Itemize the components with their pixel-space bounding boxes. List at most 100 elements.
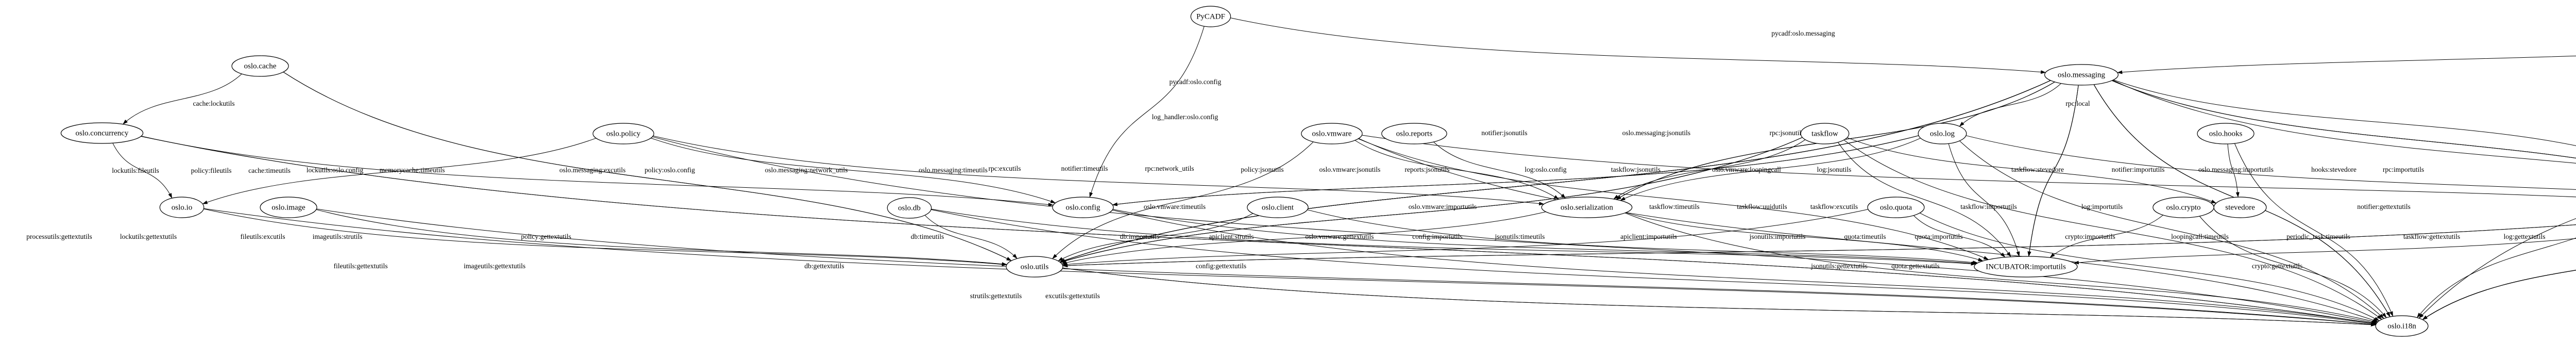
node-ellipse [1006,256,1063,278]
edge-log-handler-oslo-config [1112,135,1919,206]
edge-label: lockutils:gettextutils [120,233,177,240]
edge-periodic-task-timeutils [1062,224,2576,268]
node-label: taskflow [1811,129,1838,138]
edge-label: quota:gettextutils [1891,262,1940,270]
edge-label: policy:fileutils [191,167,232,174]
edge-label: strutils:gettextutils [970,292,1022,300]
edge-label: cache:timeutils [248,167,291,174]
edge-oslo-vmware-jsonutils [1354,140,1560,200]
node-ellipse [1974,256,2078,278]
edge-policy-oslo-config [651,138,1056,203]
edge-label: hooks:stevedore [2311,166,2357,173]
edge-label: excutils:gettextutils [1045,292,1100,300]
edge-sslutils-gettextutils [2422,270,2576,320]
node-oslo-config: oslo.config [1052,197,1114,218]
edge-log-jsonutils [1620,138,1921,201]
edge-label: taskflow:excutils [1810,203,1858,210]
edge-label: pycadf:oslo.messaging [1771,29,1835,37]
edge-label: memorycache:timeutils [380,166,445,174]
edge-label: oslo.messaging:excutils [560,166,626,174]
node-ellipse [1867,197,1925,218]
edge-notifier-context [2112,80,2576,164]
edge-label: quota:timeutils [1844,233,1886,240]
edge-log-gettextutils [1959,140,2384,319]
node-oslo-log: oslo.log [1918,123,1967,144]
node-oslo-crypto: oslo.crypto [2153,197,2214,218]
edge-label: jsonutils:timeutils [1495,233,1545,240]
edge-config-importutils [1113,209,1977,265]
edge-middleware-notifier [2117,56,2576,74]
node-label: oslo.hooks [2209,129,2243,138]
node-oslo-concurrency: oslo.concurrency [60,122,144,144]
edge-label: apiclient:importutils [1620,233,1676,240]
edge-eventlet-backdoor-gettextutils [2422,270,2576,320]
node-oslo-policy: oslo.policy [592,123,654,144]
edge-label: notifier:importutils [2112,166,2165,173]
edge-requestutils-gettextutils [2422,270,2576,320]
edge-label: log_handler:oslo.config [1152,113,1218,121]
edge-label: imageutils:gettextutils [464,262,526,270]
node-ellipse [60,122,144,144]
node-taskflow: taskflow [1800,123,1850,144]
edge-fileutils-excutils [204,208,1007,266]
edge-label: notifier:jsonutils [1481,129,1527,137]
node-oslo-hooks: oslo.hooks [2197,123,2255,144]
node-oslo-i18n: oslo.i18n [2375,315,2429,337]
edge-rpc-local [1959,83,2061,127]
edge-label: rpc:jsonutils [1770,129,1804,137]
edge-label: policy:gettextutils [521,233,571,240]
edge-reports-jsonutils [1433,141,1566,199]
node-ellipse [1541,197,1633,218]
edge-policy-jsonutils [653,135,1545,206]
edge-label: taskflow:timeutils [1649,203,1700,210]
edge-config-gettextutils [1112,209,2377,325]
node-label: oslo.concurrency [76,129,129,137]
edge-pycadf-oslo-config [1089,26,1205,198]
edge-label: crypto:gettextutils [2252,262,2302,270]
edge-label: taskflow:gettextutils [2403,233,2460,240]
edge-taskflow-stevedore [1847,137,2217,204]
edges-layer [112,18,2576,327]
edge-label: notifier:gettextutils [2357,203,2410,210]
edge-quota-importutils [1913,215,2006,258]
edge-label: oslo.vmware:importutils [1409,203,1477,210]
node-label: oslo.image [272,203,306,212]
node-label: oslo.serialization [1561,203,1614,212]
edge-jsonutils-timeutils [1061,212,1546,265]
edge-label: db:importutils [1120,233,1160,240]
edge-versionutils-gettextutils [2417,237,2576,318]
edge-label: notifier:timeutils [1061,165,1108,172]
node-ellipse [260,197,317,218]
edge-label: taskflow:importutils [1960,203,2017,210]
node-ellipse [1247,197,1309,218]
edge-label: crypto:importutils [2065,233,2115,240]
edge-lockutils-fileutils [112,143,173,199]
node-ellipse [1800,123,1850,144]
edge-hooks-stevedore [2227,143,2240,198]
edge-label: oslo.vmware:timeutils [1144,203,1206,210]
node-label: oslo.utils [1021,263,1049,271]
node-oslo-messaging: oslo.messaging [2044,64,2119,86]
node-ellipse [2044,64,2119,86]
node-PyCADF: PyCADF [1190,6,1231,27]
edge-middleware-gettextutils [2418,218,2576,319]
nodes-layer: PyCADFoslo.middlewarekeystonemiddlewarea… [60,6,2429,337]
edge-oslo-vmware-importutils [1358,138,1989,260]
node-oslo-serialization: oslo.serialization [1541,197,1633,218]
node-oslo-vmware: oslo.vmware [1301,123,1363,144]
edge-db-timeutils [924,215,1018,259]
edge-jsonutils-importutils [1625,212,1984,262]
edge-taskflow-gettextutils [1843,139,2382,320]
edge-lockutils-gettextutils [141,136,2377,325]
edge-label: jsonutils:importutils [1749,233,1806,240]
edge-pycadf-oslo-messaging [1230,18,2046,74]
node-label: oslo.db [898,204,921,212]
edge-loopingcall-gettextutils [2422,270,2576,320]
edge-db-gettextutils [930,209,2377,326]
edge-taskflow-excutils [1060,137,1803,263]
edge-policy-gettextutils [652,136,2377,324]
edge-label: policy:jsonutils [1241,166,1283,173]
edge-label: log:importutils [2081,203,2123,210]
